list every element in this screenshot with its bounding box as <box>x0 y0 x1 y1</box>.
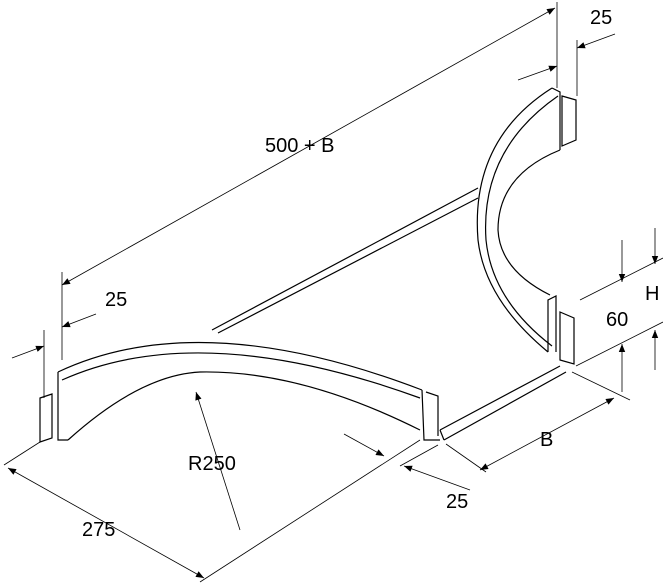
dimension-flange-top-label: 25 <box>590 7 612 29</box>
dimension-flange-bottom-label: 25 <box>446 491 468 513</box>
dimension-width-label: B <box>540 429 553 451</box>
dimension-flange-left: 25 <box>11 289 127 398</box>
left-curved-wall <box>39 341 440 443</box>
base-plate <box>211 187 567 441</box>
dimension-length: 500 + B <box>61 2 558 360</box>
dimension-radius: R250 <box>188 391 241 531</box>
dimension-height: H 60 <box>575 228 663 392</box>
dimension-radius-label: R250 <box>188 453 236 475</box>
dimension-base-height-label: 60 <box>606 309 628 331</box>
dimension-length-label: 500 + B <box>265 135 335 157</box>
dimension-height-label: H <box>645 283 659 305</box>
dimension-width: B <box>445 371 631 473</box>
dimension-flange-bottom: 25 <box>343 433 471 513</box>
right-curved-wall <box>476 87 577 365</box>
dimension-side-length: 275 <box>3 439 421 583</box>
dimension-side-length-label: 275 <box>82 519 115 541</box>
dimension-flange-top: 25 <box>517 7 616 96</box>
dimension-flange-left-label: 25 <box>105 289 127 311</box>
